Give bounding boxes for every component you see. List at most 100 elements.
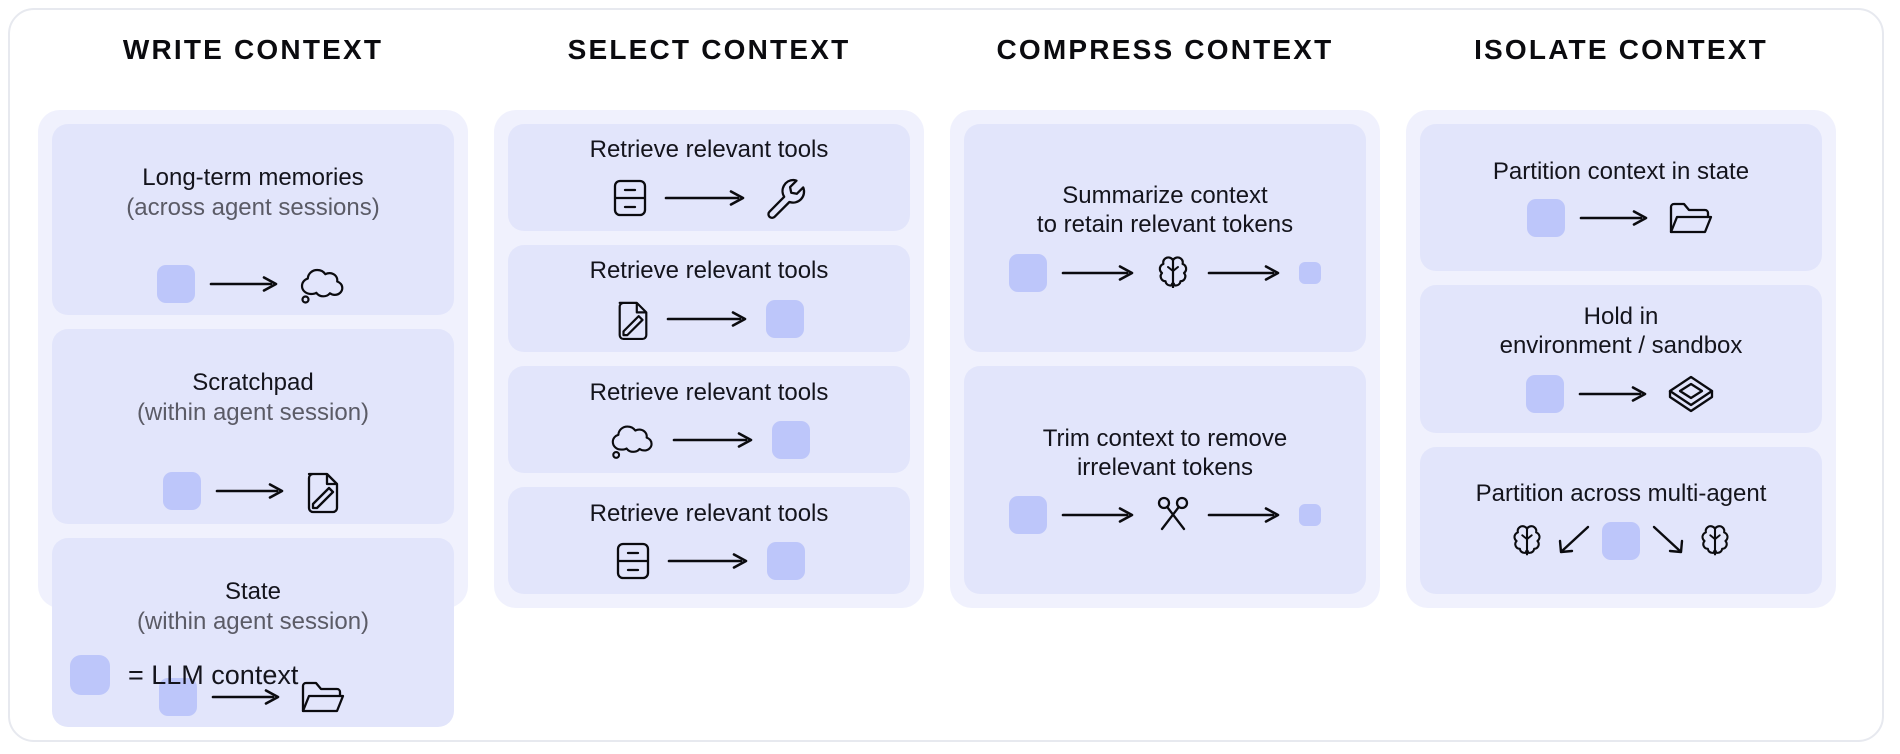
card-title-main: State [224,578,282,606]
legend: = LLM context [70,655,298,695]
column-compress-context: COMPRESS CONTEXT Summarize context to re… [950,34,1380,608]
card-retrieve-tools-4[interactable]: Retrieve relevant tools [508,487,910,594]
sandbox-box-icon [1668,376,1714,413]
llm-block [1009,254,1047,293]
card-title: Partition across multi-agent [1475,479,1767,507]
panel-compress-context: Summarize context to retain relevant tok… [950,110,1380,608]
card-scratchpad[interactable]: Scratchpad (within agent session) [52,329,454,525]
flow-row [163,468,343,514]
llm-block [1527,199,1565,238]
card-title: Retrieve relevant tools [589,135,829,163]
arrow-right-icon [1207,265,1280,282]
card-title: Trim context to remove irrelevant tokens [1042,424,1288,481]
card-retrieve-tools-1[interactable]: Retrieve relevant tools [508,124,910,231]
column-title-compress: COMPRESS CONTEXT [996,34,1334,65]
arrow-right-icon [664,190,745,206]
card-title: Retrieve relevant tools [589,499,829,527]
card-title: State (within agent session) [137,548,369,665]
llm-block [159,678,197,717]
arrow-right-icon [209,276,278,292]
arrow-right-icon [667,553,748,569]
llm-block [157,265,195,304]
flow-row [613,540,805,582]
card-retrieve-tools-2[interactable]: Retrieve relevant tools [508,245,910,352]
card-title: Partition context in state [1492,158,1750,186]
llm-block [1602,521,1640,560]
card-hold-in-environment[interactable]: Hold in environment / sandbox [1420,285,1822,433]
card-subtitle: (within agent session) [136,607,370,635]
flow-row [608,419,810,461]
llm-block [1526,375,1564,414]
columns-container: WRITE CONTEXT Long-term memories (across… [38,34,1844,728]
open-folder-icon [301,682,345,713]
llm-block-small [1299,504,1321,527]
card-retrieve-tools-3[interactable]: Retrieve relevant tools [508,366,910,473]
arrow-down-left-icon [1558,525,1590,554]
arrow-right-icon [1061,507,1134,524]
brain-icon [1701,525,1729,556]
document-pencil-icon [618,301,648,341]
brain-icon [1513,525,1541,556]
panel-write-context: Long-term memories (across agent session… [38,110,468,728]
stacked-list-icon [616,542,650,580]
llm-block [767,542,805,581]
column-title-write: WRITE CONTEXT [122,34,384,65]
card-title: Retrieve relevant tools [589,378,829,406]
arrow-right-icon [1578,386,1647,403]
flow-row [614,297,804,341]
flow-row [1508,520,1734,562]
card-summarize-context[interactable]: Summarize context to retain relevant tok… [964,124,1366,352]
card-trim-context[interactable]: Trim context to remove irrelevant tokens [964,366,1366,594]
card-state[interactable]: State (within agent session) [52,538,454,728]
legend-label: = LLM context [128,659,299,690]
card-title-main: Scratchpad [192,369,314,397]
card-title: Hold in environment / sandbox [1499,302,1743,359]
arrow-right-icon [1061,265,1134,282]
flow-row [157,263,349,305]
card-title-main: Long-term memories [142,164,364,192]
column-write-context: WRITE CONTEXT Long-term memories (across… [38,34,468,728]
card-partition-multi-agent[interactable]: Partition across multi-agent [1420,446,1822,594]
arrow-right-icon [215,483,284,499]
thought-cloud-icon [300,268,344,304]
stacked-list-icon [613,179,647,217]
llm-block [1009,496,1047,535]
flow-row [1527,198,1715,238]
arrow-right-icon [211,689,280,705]
llm-block [772,421,810,460]
flow-row [610,176,808,220]
llm-context-swatch-icon [70,655,110,695]
scissors-icon [1157,497,1189,531]
flow-row [1009,251,1321,295]
flow-row [1009,494,1321,536]
arrow-right-icon [672,432,753,448]
card-long-term-memories[interactable]: Long-term memories (across agent session… [52,124,454,316]
thought-cloud-icon [611,425,653,459]
card-title: Long-term memories (across agent session… [126,134,379,251]
arrow-right-icon [666,311,747,327]
card-title: Retrieve relevant tools [589,256,829,284]
arrow-right-icon [1207,507,1280,524]
brain-icon [1158,256,1188,289]
llm-block [163,472,201,511]
card-title: Summarize context to retain relevant tok… [1036,181,1294,238]
card-partition-context-state[interactable]: Partition context in state [1420,124,1822,272]
column-isolate-context: ISOLATE CONTEXT Partition context in sta… [1406,34,1836,608]
card-subtitle: (across agent sessions) [126,193,380,221]
llm-block [766,300,804,339]
wrench-icon [767,178,806,220]
column-select-context: SELECT CONTEXT Retrieve relevant tools R… [494,34,924,608]
card-title: Scratchpad (within agent session) [137,339,369,456]
arrow-right-icon [1579,210,1648,227]
arrow-down-right-icon [1652,525,1684,554]
llm-block-small [1299,262,1321,285]
column-title-isolate: ISOLATE CONTEXT [1474,34,1768,65]
panel-isolate-context: Partition context in state Hold in envir… [1406,110,1836,608]
card-subtitle: (within agent session) [136,398,370,426]
open-folder-icon [1669,203,1713,234]
panel-select-context: Retrieve relevant tools Retrieve relevan… [494,110,924,608]
flow-row [1526,372,1716,416]
document-pencil-icon [307,472,339,514]
column-title-select: SELECT CONTEXT [567,34,851,65]
